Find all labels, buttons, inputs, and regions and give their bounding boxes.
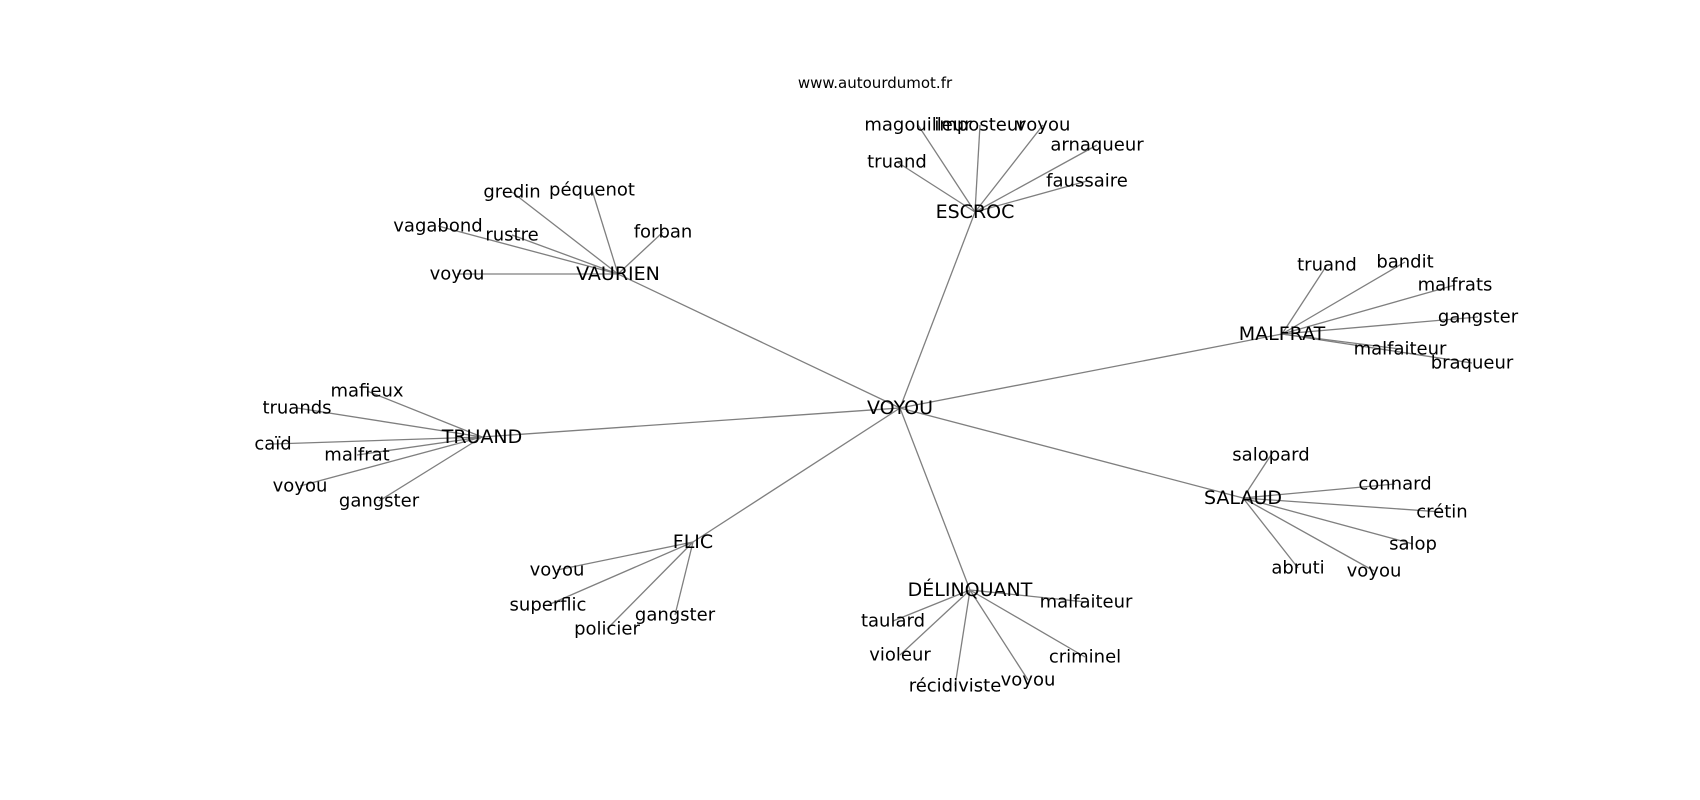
leaf-label: criminel [1049, 647, 1121, 668]
edge-malfrat-leaf [1281, 284, 1456, 335]
edge-escroc-leaf [974, 180, 1088, 213]
leaf-label: violeur [869, 645, 931, 666]
leaf-label: forban [634, 222, 693, 243]
edge-delinquant-leaf [969, 589, 1086, 658]
edge-delinquant-leaf [954, 589, 971, 687]
edge-truand-leaf [299, 436, 483, 487]
edge-salaud-leaf [1242, 497, 1375, 572]
leaf-label: faussaire [1046, 171, 1128, 192]
edge-vaurien-leaf [437, 225, 619, 275]
leaf-label: imposteur [934, 115, 1026, 136]
leaf-label: malfaiteur [1354, 339, 1447, 360]
center-node-label: VOYOU [867, 397, 933, 419]
leaf-label: crétin [1416, 502, 1467, 523]
edge-salaud-leaf [1242, 497, 1414, 545]
edge-salaud-leaf [1242, 497, 1443, 513]
edge-truand-leaf [366, 390, 483, 438]
leaf-label: gangster [1438, 307, 1519, 328]
leaf-label: malfrat [324, 445, 389, 466]
leaf-label: récidiviste [909, 676, 1002, 697]
edge-escroc-leaf [974, 124, 981, 213]
hub-label-malfrat: MALFRAT [1239, 323, 1326, 345]
leaf-label: voyou [530, 560, 585, 581]
edge-malfrat-leaf [1281, 264, 1328, 335]
edge-escroc-leaf [974, 144, 1098, 213]
hub-label-salaud: SALAUD [1204, 487, 1282, 509]
leaf-label: truand [1297, 255, 1357, 276]
leaf-label: vagabond [393, 216, 482, 237]
edge-vaurien-leaf [511, 191, 619, 275]
hub-label-delinquant: DÉLINQUANT [908, 578, 1033, 601]
edge-center-flic [692, 407, 901, 543]
edge-flic-leaf [547, 541, 694, 606]
leaf-label: taulard [861, 611, 925, 632]
edge-vaurien-leaf [591, 189, 619, 275]
edge-salaud-leaf [1242, 483, 1396, 499]
leaf-label: bandit [1376, 252, 1433, 273]
edge-truand-leaf [356, 436, 483, 456]
leaf-label: rustre [485, 225, 538, 246]
leaf-label: arnaqueur [1050, 135, 1144, 156]
leaf-label: policier [574, 619, 640, 640]
hub-label-vaurien: VAURIEN [576, 263, 660, 285]
leaf-label: salopard [1232, 445, 1309, 466]
leaf-label: magouilleur [864, 115, 972, 136]
edge-malfrat-leaf [1281, 333, 1473, 364]
edge-escroc-leaf [974, 124, 1044, 213]
source-label: www.autourdumot.fr [798, 74, 953, 92]
hub-label-truand: TRUAND [441, 426, 523, 448]
leaf-label: superflic [510, 595, 587, 616]
labels-layer: VOYOUESCROCmagouilleurimposteurvoyouarna… [254, 115, 1518, 697]
edge-salaud-leaf [1242, 454, 1272, 499]
leaf-label: voyou [1016, 115, 1071, 136]
edge-delinquant-leaf [892, 589, 971, 622]
edge-malfrat-leaf [1281, 316, 1479, 335]
edge-delinquant-leaf [969, 589, 1087, 603]
leaf-label: mafieux [330, 381, 403, 402]
edge-escroc-leaf [896, 161, 976, 213]
leaf-label: braqueur [1431, 353, 1514, 374]
edge-salaud-leaf [1242, 497, 1299, 569]
leaf-label: malfaiteur [1040, 592, 1133, 613]
edge-center-truand [481, 407, 901, 438]
leaf-label: gredin [483, 182, 540, 203]
edge-flic-leaf [556, 541, 694, 571]
edge-truand-leaf [296, 407, 483, 438]
edge-center-escroc [899, 211, 976, 409]
leaf-label: abruti [1271, 558, 1324, 579]
edge-malfrat-leaf [1281, 261, 1406, 335]
edge-delinquant-leaf [969, 589, 1029, 681]
leaf-label: voyou [273, 476, 328, 497]
edge-center-salaud [899, 407, 1244, 499]
edge-vaurien-leaf [511, 234, 619, 275]
edge-vaurien-leaf [617, 231, 664, 275]
leaf-label: malfrats [1418, 275, 1493, 296]
leaf-label: salop [1389, 534, 1437, 555]
edge-escroc-leaf [917, 124, 976, 213]
leaf-label: caïd [254, 434, 291, 455]
leaf-label: voyou [430, 264, 485, 285]
leaf-label: connard [1358, 474, 1431, 495]
edge-flic-leaf [606, 541, 694, 630]
edges-layer [272, 124, 1479, 687]
leaf-label: voyou [1001, 670, 1056, 691]
edge-delinquant-leaf [899, 589, 971, 656]
edge-flic-leaf [674, 541, 694, 616]
hub-label-escroc: ESCROC [936, 201, 1015, 223]
edge-center-vaurien [617, 273, 901, 409]
leaf-label: truands [262, 398, 331, 419]
edge-truand-leaf [378, 436, 483, 502]
leaf-label: gangster [339, 491, 420, 512]
leaf-label: voyou [1347, 561, 1402, 582]
leaf-label: gangster [635, 605, 716, 626]
edge-center-malfrat [899, 333, 1283, 409]
leaf-label: péquenot [549, 180, 635, 201]
edge-truand-leaf [272, 436, 483, 445]
leaf-label: truand [867, 152, 927, 173]
edge-center-delinquant [899, 407, 971, 591]
hub-label-flic: FLIC [673, 531, 713, 553]
